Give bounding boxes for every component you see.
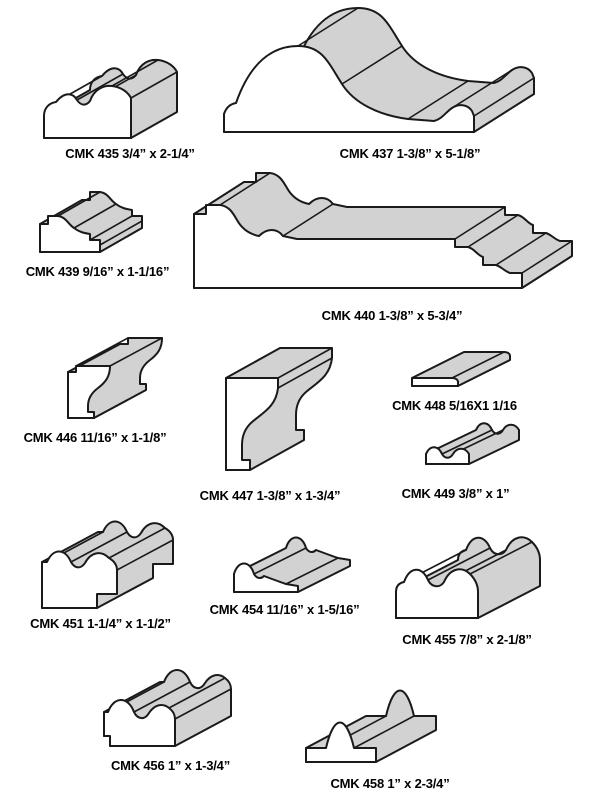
moulding-drawing-cmk-455 — [395, 536, 541, 619]
extrusion-edge — [130, 71, 178, 99]
extrusion-edge — [427, 547, 491, 581]
profile-face — [425, 446, 470, 465]
extrusion-edge — [277, 347, 333, 379]
extrusion-edge — [451, 69, 513, 109]
extrusion-edge — [521, 240, 573, 274]
extrusion-edge — [341, 45, 403, 85]
moulding-graphic-cmk-447 — [216, 336, 346, 483]
moulding-drawing-cmk-440 — [193, 172, 573, 289]
extrusion-edge — [451, 351, 505, 379]
label-cmk-455: CMK 455 7/8” x 2-1/8” — [402, 632, 532, 647]
extrusion-edge — [108, 527, 166, 559]
label-cmk-437: CMK 437 1-3/8” x 5-1/8” — [339, 146, 481, 161]
moulding-drawing-cmk-447 — [225, 347, 333, 471]
label-cmk-447: CMK 447 1-3/8” x 1-3/4” — [199, 488, 341, 503]
extrusion-edge — [282, 203, 334, 237]
extrusion-edge — [133, 681, 191, 713]
moulding-graphic-cmk-440 — [188, 166, 584, 299]
profile-face — [43, 84, 132, 139]
extrusion-edge — [277, 357, 333, 389]
extrusion-edge — [495, 232, 547, 266]
label-cmk-456: CMK 456 1” x 1-3/4” — [110, 758, 231, 773]
label-cmk-458: CMK 458 1” x 2-3/4” — [330, 776, 450, 791]
extrusion-edge — [168, 677, 226, 709]
extrusion-edge — [89, 215, 133, 241]
profile-face — [41, 550, 118, 609]
profile-face — [395, 568, 479, 619]
extrusion-edge — [473, 77, 535, 117]
moulding-drawing-cmk-456 — [103, 669, 232, 747]
moulding-graphic-cmk-437 — [218, 4, 548, 143]
extrusion-edge — [469, 541, 533, 575]
extrusion-edge — [285, 557, 339, 585]
profile-face — [305, 721, 377, 763]
moulding-graphic-cmk-456 — [96, 652, 241, 755]
moulding-drawing-cmk-449 — [425, 422, 520, 465]
label-cmk-435: CMK 435 3/4” x 2-1/4” — [65, 146, 195, 161]
profile-face — [225, 377, 279, 471]
moulding-graphic-cmk-451 — [34, 506, 184, 617]
moulding-drawing-cmk-458 — [305, 689, 437, 763]
extrusion-edge — [174, 688, 232, 720]
extrusion-edge — [454, 206, 506, 240]
moulding-drawing-cmk-446 — [67, 337, 163, 419]
extrusion-edge — [111, 59, 159, 87]
label-cmk-448: CMK 448 5/16X1 1/16 — [392, 398, 517, 413]
profile-face — [193, 204, 523, 289]
extrusion-edge — [407, 80, 469, 120]
moulding-graphic-cmk-439 — [34, 184, 159, 263]
moulding-graphic-cmk-446 — [60, 328, 185, 429]
label-cmk-449: CMK 449 3/8” x 1” — [401, 486, 510, 501]
moulding-drawing-cmk-454 — [233, 536, 351, 593]
moulding-graphic-cmk-454 — [228, 528, 360, 601]
extrusion-edge — [73, 203, 117, 229]
moulding-drawing-cmk-437 — [223, 7, 535, 133]
extrusion-edge — [116, 539, 174, 571]
moulding-drawing-cmk-451 — [41, 520, 174, 609]
extrusion-edge — [219, 172, 271, 206]
extrusion-edge — [109, 337, 163, 367]
moulding-drawing-cmk-435 — [43, 58, 178, 139]
profile-face — [103, 699, 176, 747]
label-cmk-451: CMK 451 1-1/4” x 1-1/2” — [30, 616, 171, 631]
extrusion-edge — [57, 191, 101, 217]
label-cmk-454: CMK 454 11/16” x 1-5/16” — [209, 602, 360, 617]
moulding-graphic-cmk-458 — [300, 670, 450, 771]
profile-face — [411, 377, 459, 387]
extrusion-edge — [467, 214, 519, 248]
moulding-drawing-cmk-448 — [411, 351, 511, 387]
profile-face — [67, 365, 111, 419]
moulding-graphic-cmk-449 — [420, 416, 528, 473]
moulding-drawing-cmk-439 — [39, 191, 143, 253]
profile-face — [223, 45, 475, 133]
extrusion-edge — [441, 429, 493, 455]
extrusion-edge — [253, 547, 307, 575]
moulding-graphic-cmk-435 — [38, 40, 188, 149]
label-cmk-439: CMK 439 9/16” x 1-1/16” — [25, 264, 170, 279]
label-cmk-440: CMK 440 1-3/8” x 5-3/4” — [321, 308, 463, 323]
moulding-graphic-cmk-448 — [406, 342, 521, 397]
extrusion-edge — [297, 7, 359, 47]
extrusion-edge — [75, 337, 129, 367]
profile-face — [233, 562, 299, 593]
extrusion-edge — [70, 531, 128, 563]
extrusion-edge — [76, 73, 124, 101]
moulding-graphic-cmk-455 — [390, 506, 550, 629]
extrusion-edge — [353, 715, 415, 749]
label-cmk-446: CMK 446 11/16” x 1-1/8” — [23, 430, 167, 445]
profile-face — [39, 215, 101, 253]
extrusion-edge — [99, 220, 143, 246]
